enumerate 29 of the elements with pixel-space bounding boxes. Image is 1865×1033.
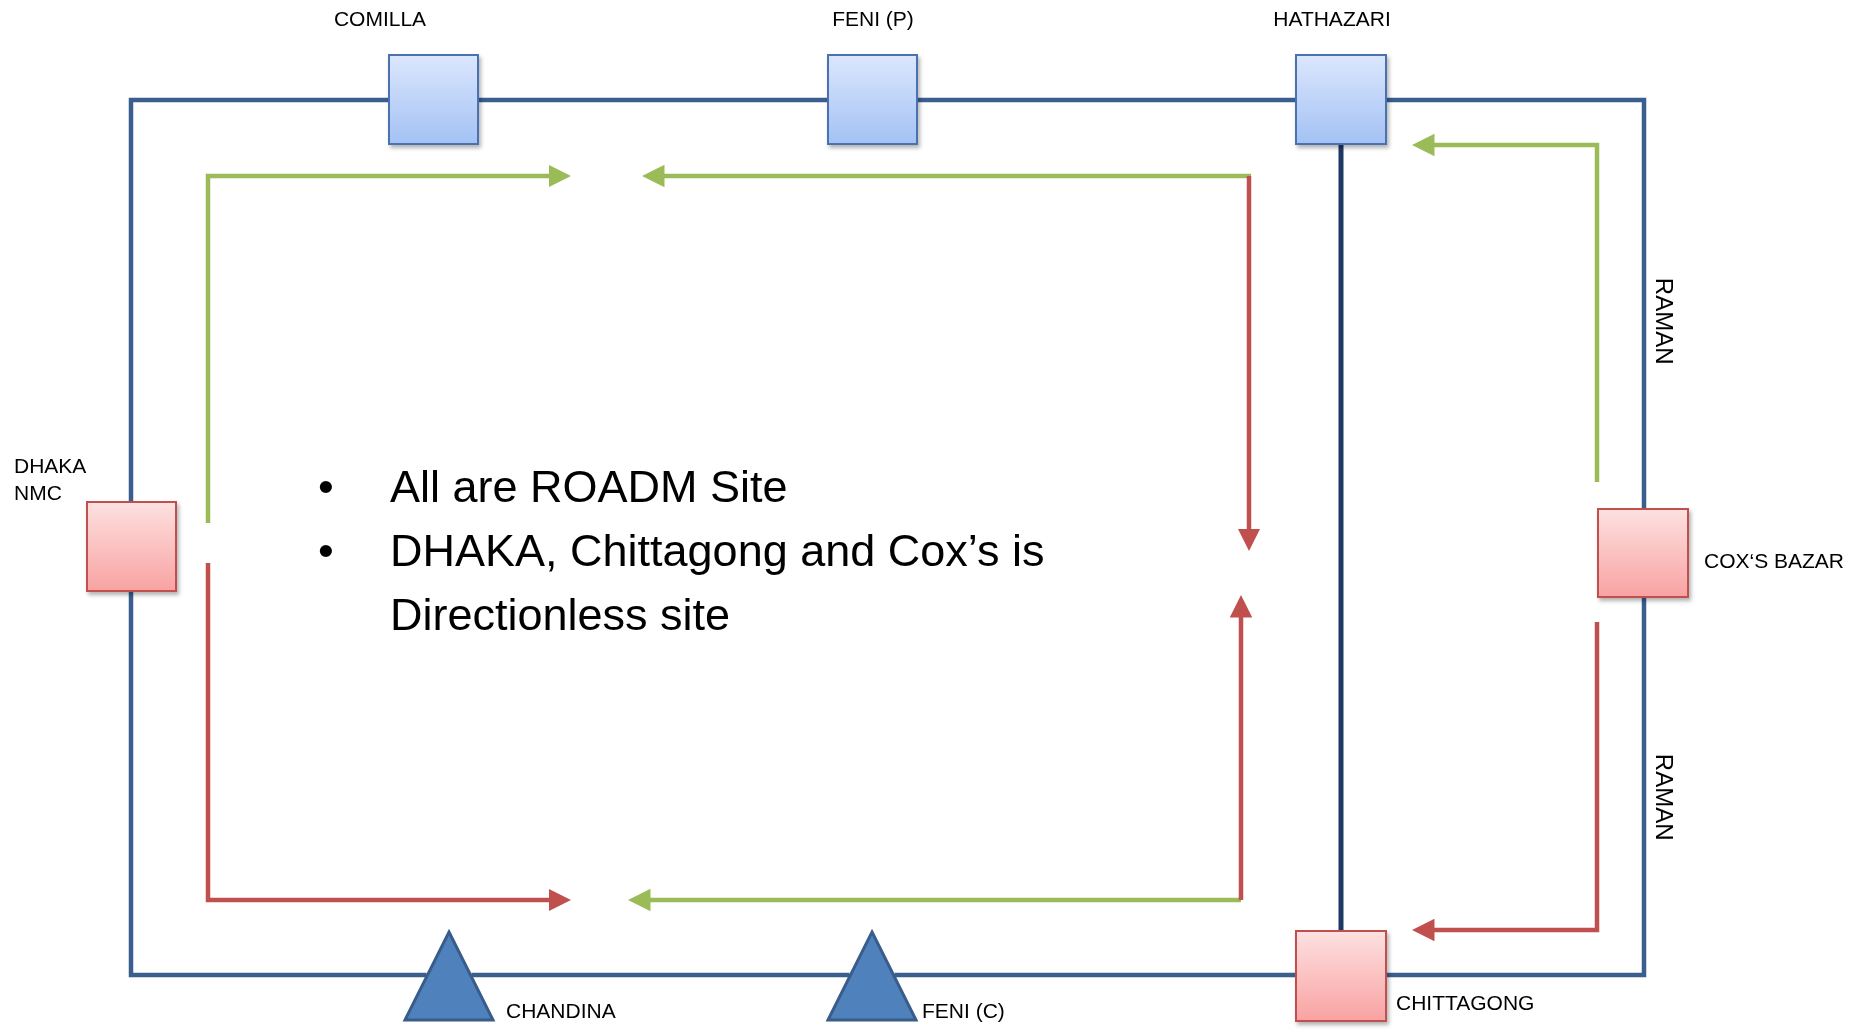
- site-box: [1295, 54, 1387, 145]
- site-box: [388, 54, 479, 145]
- bullet-marker: •: [318, 460, 334, 514]
- site-label: FENI (C): [922, 998, 1005, 1024]
- bullet-note: All are ROADM Site: [390, 460, 788, 514]
- site-label: COX‘S BAZAR: [1704, 548, 1845, 574]
- fiber-link: [1387, 598, 1647, 978]
- site-label: COMILLA: [332, 6, 428, 32]
- fiber-link: [894, 972, 1295, 978]
- directionless-site-box: [86, 501, 177, 592]
- fiber-link: [479, 97, 827, 103]
- site-label: HATHAZARI: [1272, 6, 1392, 32]
- site-box: [827, 54, 918, 145]
- fiber-link: [1338, 145, 1344, 930]
- bullet-note: DHAKA, Chittagong and Cox’s is Directionless site: [390, 524, 1046, 642]
- site-label: DHAKA NMC: [14, 453, 87, 507]
- directionless-site-box: [1295, 930, 1387, 1022]
- site-triangle: [403, 930, 495, 1022]
- site-label: CHANDINA: [506, 998, 616, 1024]
- fiber-link: [918, 97, 1295, 103]
- site-label: FENI (P): [831, 6, 915, 32]
- fiber-link: [128, 592, 427, 978]
- directionless-site-box: [1597, 508, 1689, 598]
- fiber-link: [1387, 97, 1647, 508]
- site-triangle: [826, 930, 918, 1022]
- site-label: CHITTAGONG: [1396, 990, 1535, 1016]
- fiber-link: [471, 972, 850, 978]
- bullet-marker: •: [318, 524, 334, 578]
- fiber-link: [128, 97, 388, 501]
